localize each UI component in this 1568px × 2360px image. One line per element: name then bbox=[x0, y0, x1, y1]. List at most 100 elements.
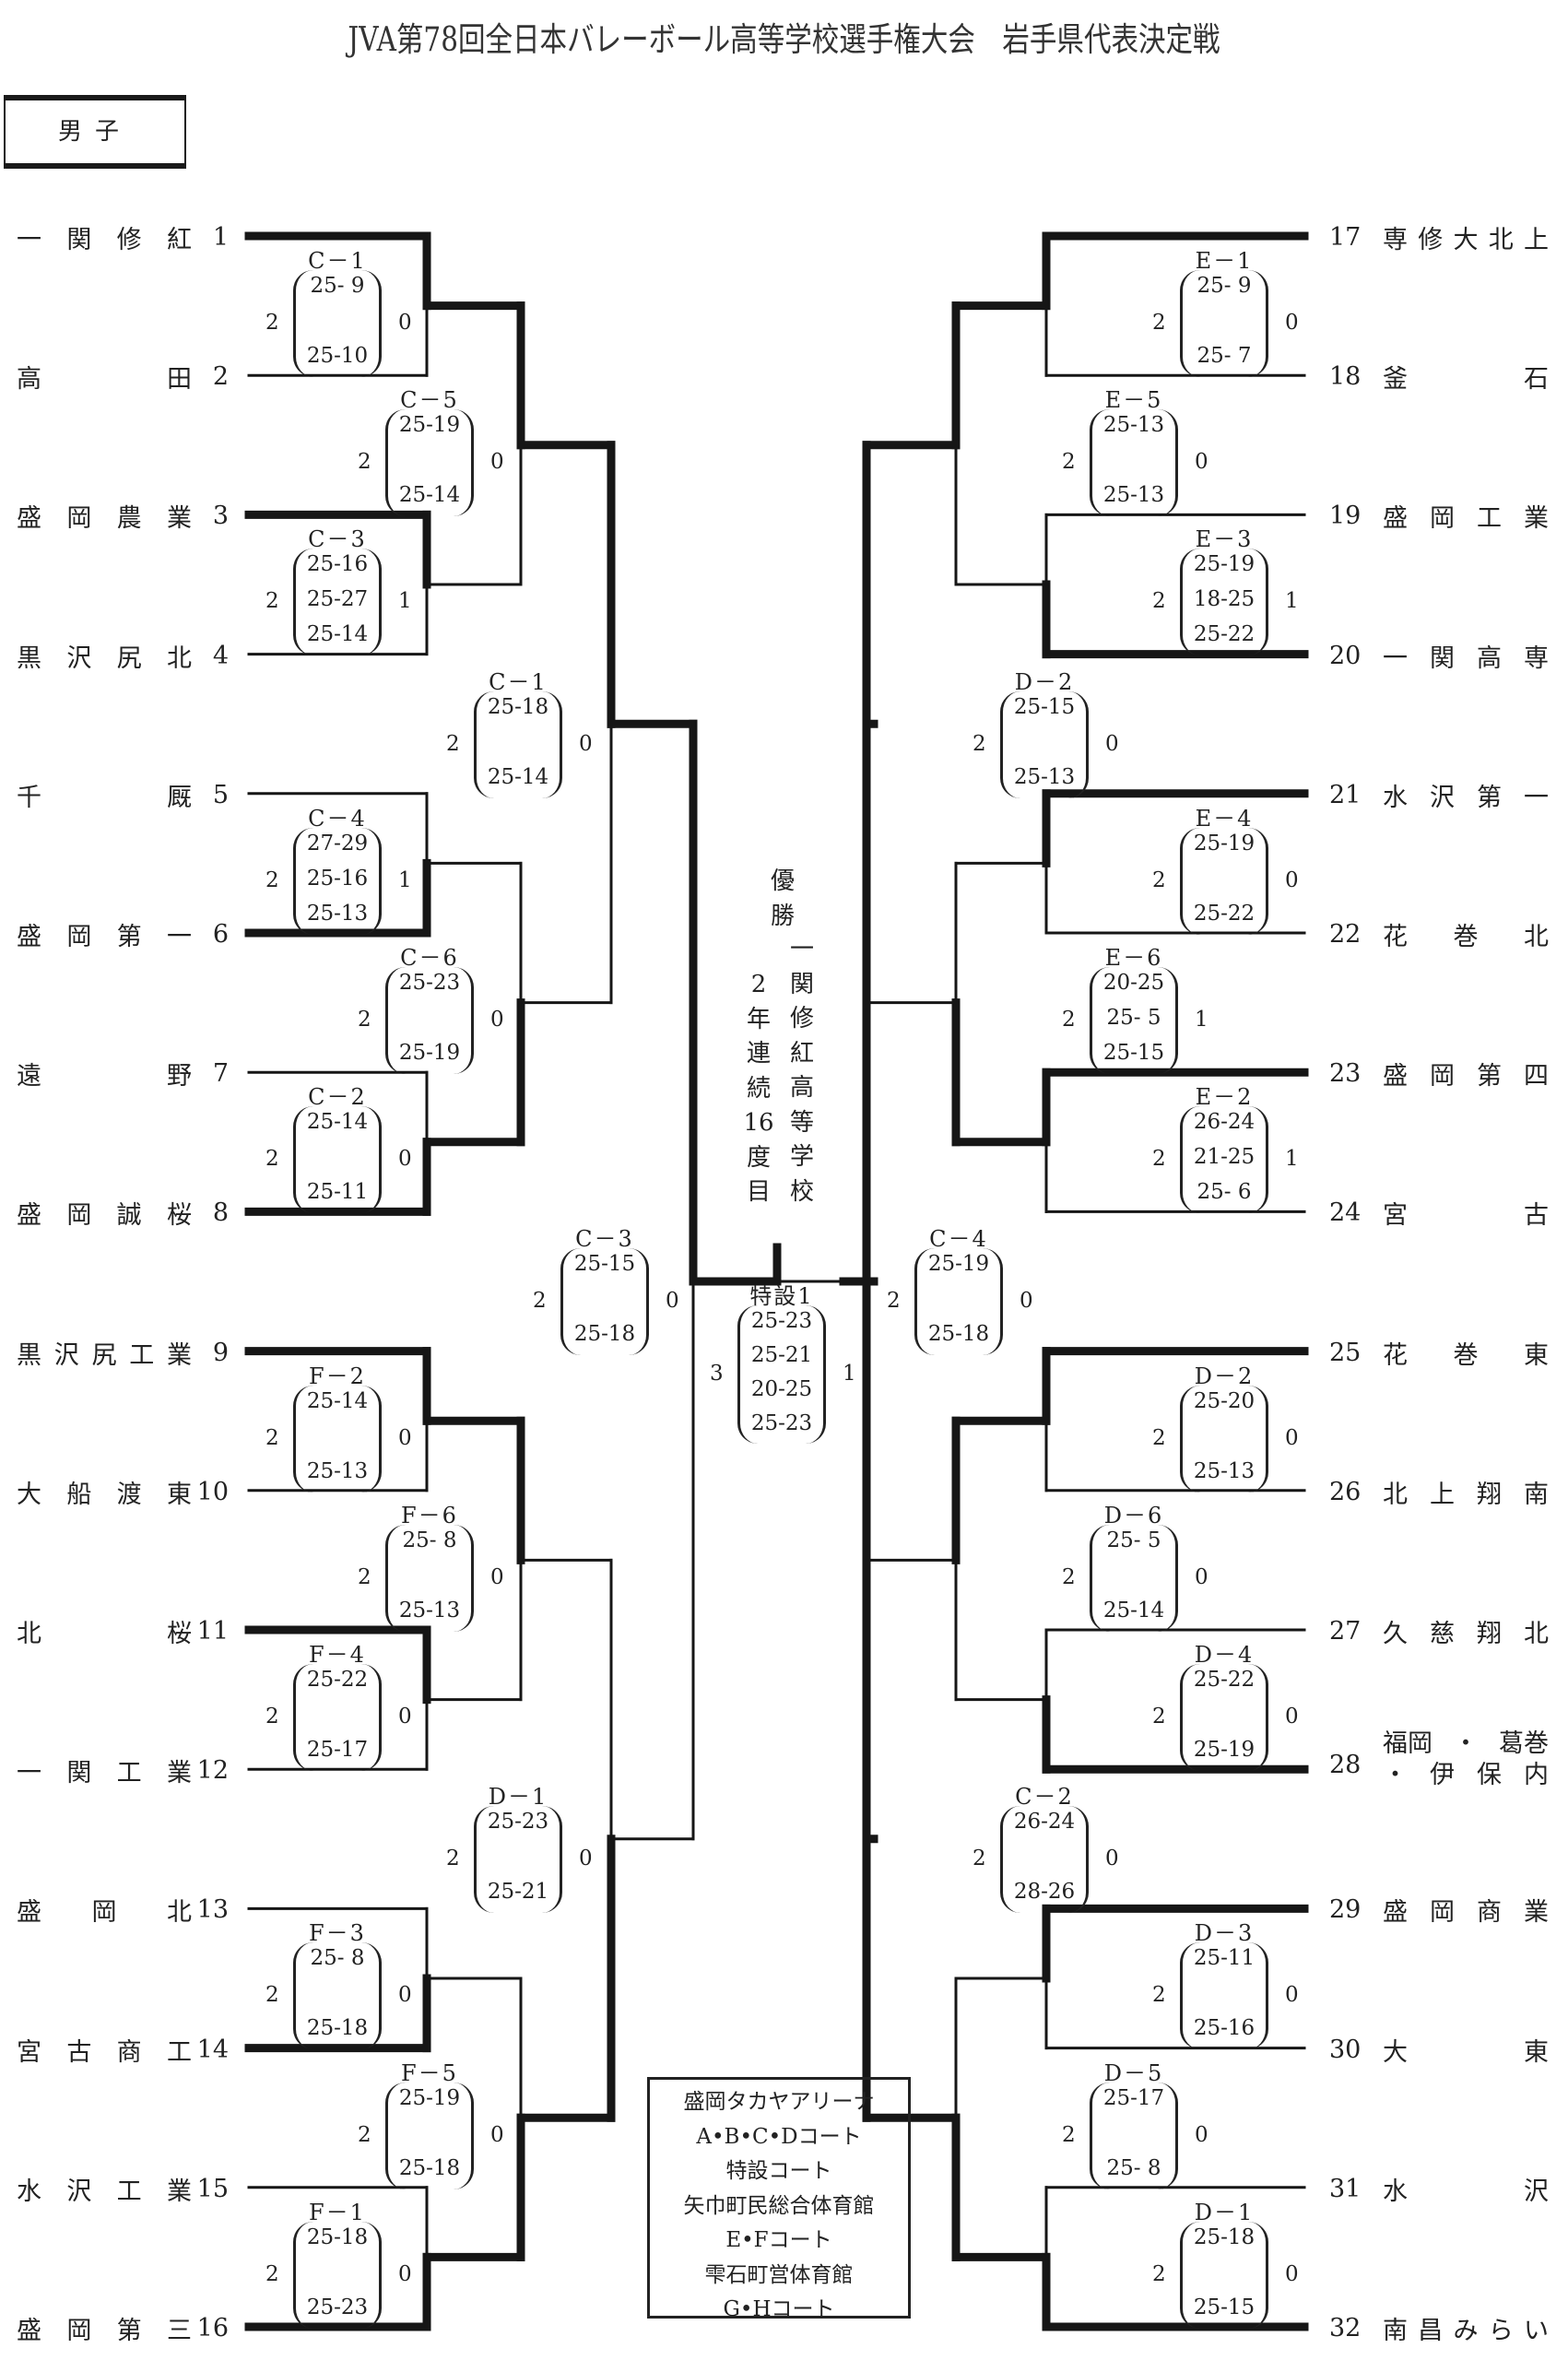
team-seed-number: 10 bbox=[196, 1477, 229, 1506]
team-name-char: 北 bbox=[167, 1898, 192, 1928]
set-scores-bracket bbox=[293, 2221, 382, 2329]
set-score: 25- 5 bbox=[1106, 1006, 1161, 1030]
winner-sets: 2 bbox=[265, 1705, 279, 1729]
match-code: C－2 bbox=[1015, 1784, 1074, 1811]
team-name-char: 上 bbox=[1524, 226, 1549, 254]
set-score: 25-11 bbox=[1193, 1946, 1256, 1971]
set-score: 25-15 bbox=[1193, 2295, 1256, 2319]
team-name: 遠野 bbox=[17, 1056, 192, 1092]
match-code: D－5 bbox=[1103, 2059, 1164, 2086]
team-name-char: 北 bbox=[166, 643, 192, 673]
team-name: 水沢第一 bbox=[1383, 777, 1549, 813]
set-score: 25- 9 bbox=[310, 274, 365, 298]
winner-sets: 2 bbox=[1152, 1147, 1166, 1172]
set-score: 25-19 bbox=[398, 413, 461, 438]
set-score: 25-19 bbox=[1193, 831, 1256, 856]
set-score: 25-13 bbox=[1193, 1458, 1256, 1483]
loser-sets: 0 bbox=[1195, 2122, 1208, 2147]
set-scores-bracket bbox=[914, 1248, 1003, 1356]
team-seed-number: 5 bbox=[212, 780, 229, 809]
winner-sets: 2 bbox=[265, 1147, 279, 1172]
team-name-char: 古 bbox=[1524, 1201, 1549, 1231]
match-code: E－5 bbox=[1104, 387, 1163, 414]
set-scores-bracket bbox=[1000, 690, 1089, 798]
set-scores-bracket bbox=[1180, 2221, 1268, 2329]
team-name-char: 一 bbox=[166, 923, 192, 951]
team-name-char: 盛 bbox=[17, 923, 41, 951]
set-score: 25-14 bbox=[306, 1110, 369, 1135]
team-seed-number: 11 bbox=[196, 1617, 229, 1646]
team-name-char: 三 bbox=[166, 2317, 192, 2345]
set-score: 25- 8 bbox=[402, 1528, 457, 1552]
team-name-char: 南 bbox=[1524, 1480, 1549, 1509]
set-score: 25-11 bbox=[306, 1180, 369, 1205]
set-scores-bracket bbox=[385, 1524, 474, 1632]
loser-sets: 0 bbox=[666, 1289, 679, 1314]
set-score: 25-18 bbox=[927, 1322, 990, 1347]
match-code: F－5 bbox=[401, 2059, 458, 2086]
category-label: 男子 bbox=[4, 95, 186, 169]
team-name-char: ・ bbox=[1453, 1729, 1479, 1759]
team-name: 一関修紅 bbox=[17, 219, 192, 255]
team-name-char: 黒 bbox=[17, 1340, 41, 1370]
team-seed-number: 22 bbox=[1329, 920, 1362, 949]
set-scores-bracket bbox=[560, 1248, 649, 1356]
team-name-char: 岡 bbox=[66, 504, 92, 534]
team-name-char: 岡 bbox=[66, 2317, 92, 2345]
team-name-char: 盛 bbox=[1383, 504, 1408, 534]
match-code: C－1 bbox=[308, 248, 367, 274]
match-code: D－6 bbox=[1103, 1502, 1164, 1528]
winner-sets: 2 bbox=[1152, 2261, 1166, 2286]
set-score: 25-14 bbox=[1102, 1598, 1165, 1622]
winner-sets: 2 bbox=[973, 731, 986, 756]
team-name: 盛岡誠桜 bbox=[17, 1195, 192, 1231]
set-score: 25-13 bbox=[1013, 764, 1076, 789]
match-code: C－2 bbox=[308, 1084, 367, 1111]
team-name-char: 工 bbox=[116, 2177, 142, 2206]
winner-sets: 2 bbox=[446, 731, 460, 756]
loser-sets: 0 bbox=[398, 1705, 412, 1729]
champion-school: 修 bbox=[789, 1005, 814, 1032]
loser-sets: 0 bbox=[1285, 1705, 1299, 1729]
team-name-char: 慈 bbox=[1430, 1620, 1455, 1648]
team-name: 高田 bbox=[17, 359, 192, 395]
team-name-char: 沢 bbox=[53, 1340, 79, 1370]
set-score: 25-19 bbox=[1193, 1738, 1256, 1762]
team-name-char: 大 bbox=[17, 1480, 41, 1509]
set-score: 25-16 bbox=[306, 866, 369, 891]
champion-streak: 2 bbox=[750, 971, 767, 998]
team-name-char: 盛 bbox=[1383, 1898, 1408, 1928]
set-score: 25-17 bbox=[1102, 2085, 1165, 2110]
team-name: 一関工業 bbox=[17, 1752, 192, 1788]
set-scores-bracket bbox=[293, 827, 382, 935]
team-name-char: 花 bbox=[1383, 923, 1408, 951]
team-name-char: 盛 bbox=[1383, 1062, 1408, 1092]
set-score: 25- 5 bbox=[1106, 1528, 1161, 1552]
team-name-char: ら bbox=[1488, 2317, 1514, 2345]
match-code: F－6 bbox=[401, 1502, 458, 1528]
match-code: D－3 bbox=[1194, 1920, 1255, 1947]
set-scores-bracket bbox=[1000, 1806, 1089, 1914]
team-seed-number: 31 bbox=[1329, 2174, 1362, 2203]
set-score: 25- 8 bbox=[310, 1946, 365, 1971]
loser-sets: 0 bbox=[398, 1147, 412, 1172]
set-score: 25-14 bbox=[487, 764, 549, 789]
team-name-char: 水 bbox=[17, 2177, 41, 2206]
winner-sets: 2 bbox=[1062, 1008, 1076, 1032]
loser-sets: 1 bbox=[843, 1362, 856, 1386]
winner-sets: 2 bbox=[446, 1847, 460, 1871]
